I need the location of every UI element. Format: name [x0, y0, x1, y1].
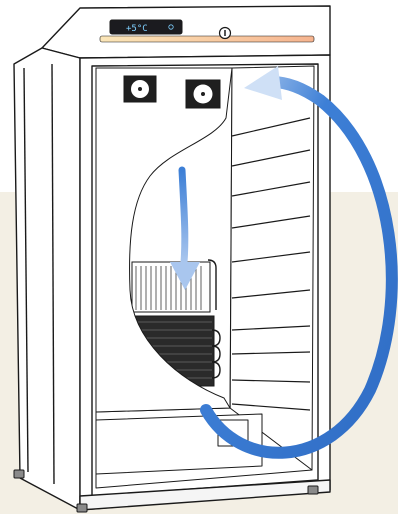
fan-icon [186, 80, 220, 108]
lock-icon[interactable] [220, 28, 231, 39]
temperature-readout: +5°C [126, 24, 148, 34]
fan-icon [124, 76, 156, 102]
control-display: +5°C [110, 20, 182, 34]
light-strip [100, 36, 314, 42]
